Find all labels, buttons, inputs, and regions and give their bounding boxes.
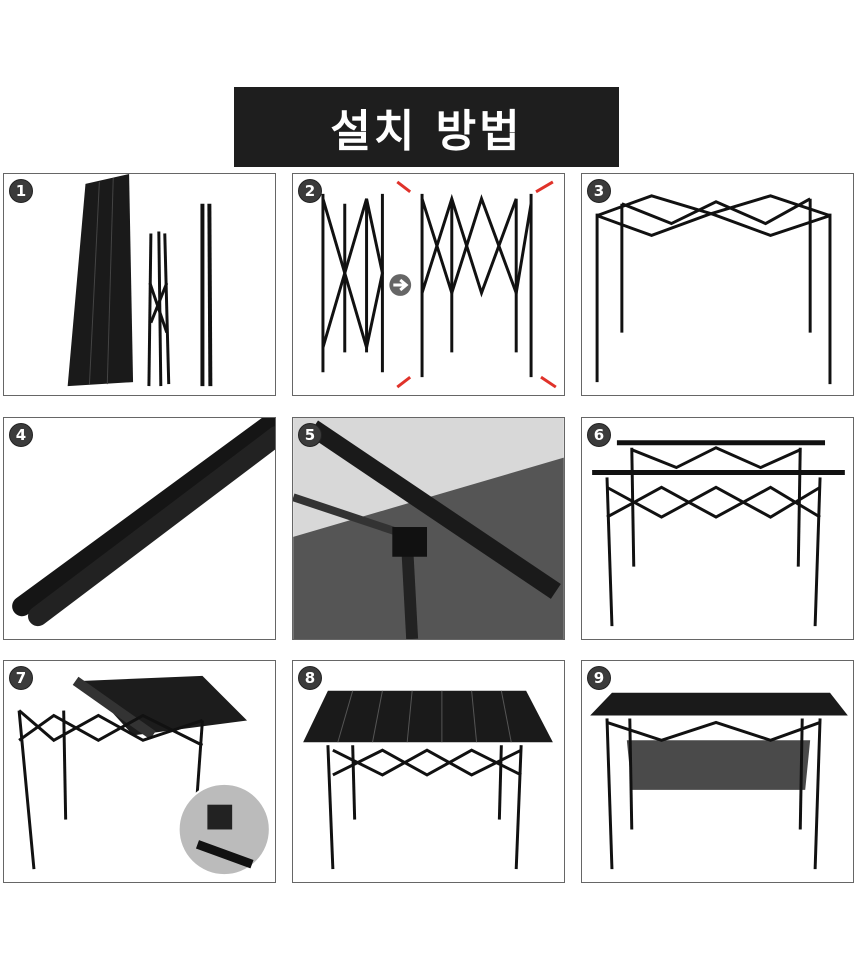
joint-closeup-image: [293, 418, 564, 639]
step-badge: 8: [298, 666, 322, 690]
step-panel-4: 4: [3, 417, 276, 640]
tabletop-rolling-image: [17, 675, 271, 877]
table-with-storage-net-image: [590, 692, 848, 870]
step-panel-5: 5: [292, 417, 565, 640]
page-title: 설치 방법: [234, 87, 619, 167]
assembled-table-image: [303, 690, 553, 870]
folded-table-image: [67, 174, 213, 387]
step-panel-6: 6: [581, 417, 854, 640]
red-arrow-icon: [396, 180, 557, 389]
step-badge: 5: [298, 423, 322, 447]
step-badge: 1: [9, 179, 33, 203]
frame-with-rails-image: [592, 440, 845, 627]
step-badge: 3: [587, 179, 611, 203]
pole-closeup-image: [12, 418, 275, 627]
step-panel-3: 3: [581, 173, 854, 396]
step-panel-7: 7: [3, 660, 276, 883]
step-badge: 7: [9, 666, 33, 690]
step-panel-9: 9: [581, 660, 854, 883]
step-badge: 9: [587, 666, 611, 690]
step-panel-8: 8: [292, 660, 565, 883]
step-badge: 6: [587, 423, 611, 447]
step-badge: 4: [9, 423, 33, 447]
step-panel-2: 2: [292, 173, 565, 396]
frame-expand-image: [321, 180, 557, 389]
frame-open-image: [595, 194, 832, 385]
step-panel-1: 1: [3, 173, 276, 396]
step-badge: 2: [298, 179, 322, 203]
